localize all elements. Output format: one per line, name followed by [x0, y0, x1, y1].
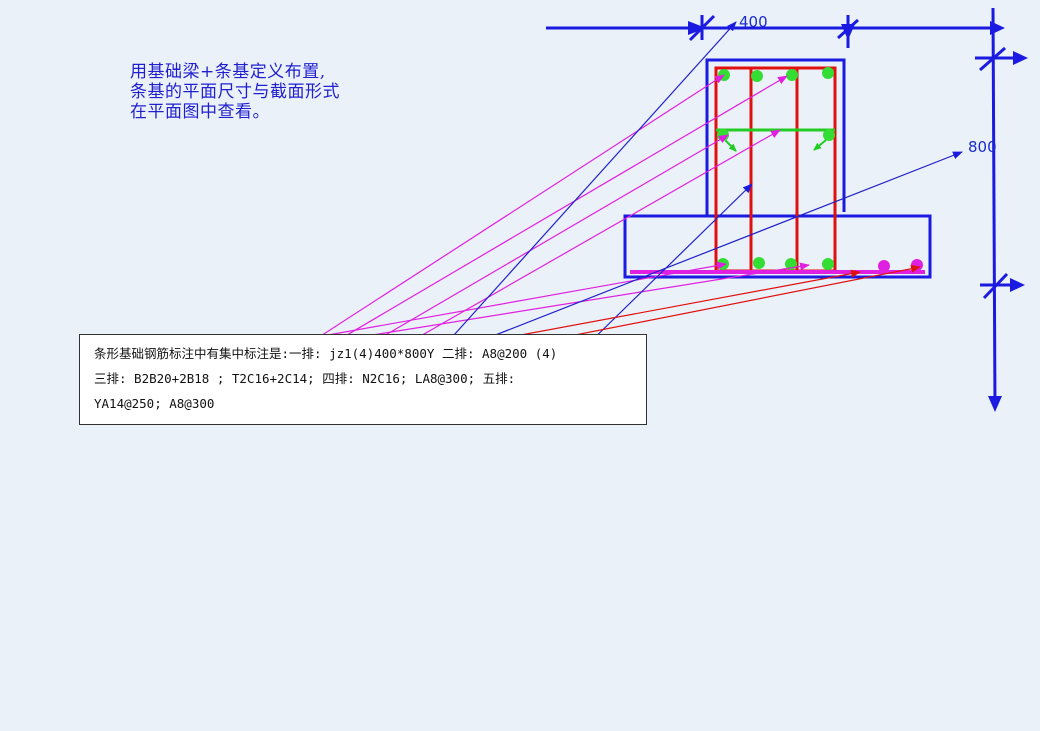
width-dimension-label: 400: [739, 13, 768, 31]
right-dimension-line: [991, 7, 997, 409]
arrow-head: [841, 24, 855, 40]
distribution-bar: [911, 259, 923, 271]
dimension-arrowheads: [688, 21, 1028, 412]
leader-line: [579, 183, 753, 353]
leader-line: [261, 75, 788, 386]
beam-outline: [705, 58, 846, 215]
outer-stirrup: [714, 66, 837, 273]
height-dimension-label: 800: [968, 138, 997, 156]
leader-line: [444, 21, 737, 346]
annotation-line-1: 条形基础钢筋标注中有集中标注是:一排: jz1(4)400*800Y 二排: A…: [94, 346, 558, 361]
leader-line: [244, 74, 725, 386]
arrow-head: [688, 21, 706, 35]
annotation-line-2: 三排: B2B20+2B18 ; T2C16+2C14; 四排: N2C16; …: [94, 371, 516, 386]
dim-tick: [982, 272, 1009, 300]
centralized-annotation-box: 条形基础钢筋标注中有集中标注是:一排: jz1(4)400*800Y 二排: A…: [79, 334, 647, 425]
note-line-2: 条基的平面尺寸与截面形式: [130, 82, 340, 102]
bottom-bar: [822, 258, 834, 270]
concrete-outline: [623, 58, 932, 279]
leader-lines-blue: [444, 21, 963, 353]
annotation-line-3: YA14@250; A8@300: [94, 396, 215, 411]
tie-hook-left: [724, 139, 737, 152]
arrow-head: [988, 396, 1002, 412]
arrow-head: [1013, 51, 1028, 65]
bottom-bar: [753, 257, 765, 269]
rebar-cage: [714, 66, 837, 273]
footing-outline: [623, 214, 932, 279]
dim-tick: [979, 46, 1006, 72]
leader-line: [469, 151, 963, 346]
explanation-note: 用基础梁+条基定义布置, 条基的平面尺寸与截面形式 在平面图中查看。: [130, 62, 340, 122]
side-bar: [823, 129, 835, 141]
tie-hook-right: [813, 139, 827, 151]
arrow-head: [990, 21, 1005, 35]
top-bar: [751, 70, 763, 82]
top-bar: [786, 69, 798, 81]
longitudinal-bars: [717, 67, 835, 270]
note-line-1: 用基础梁+条基定义布置,: [130, 62, 326, 82]
top-bar: [822, 67, 834, 79]
arrow-head: [1010, 278, 1025, 292]
note-line-3: 在平面图中查看。: [130, 102, 270, 122]
leader-line: [299, 261, 727, 341]
leader-line: [309, 262, 810, 346]
distribution-bar: [878, 260, 890, 272]
